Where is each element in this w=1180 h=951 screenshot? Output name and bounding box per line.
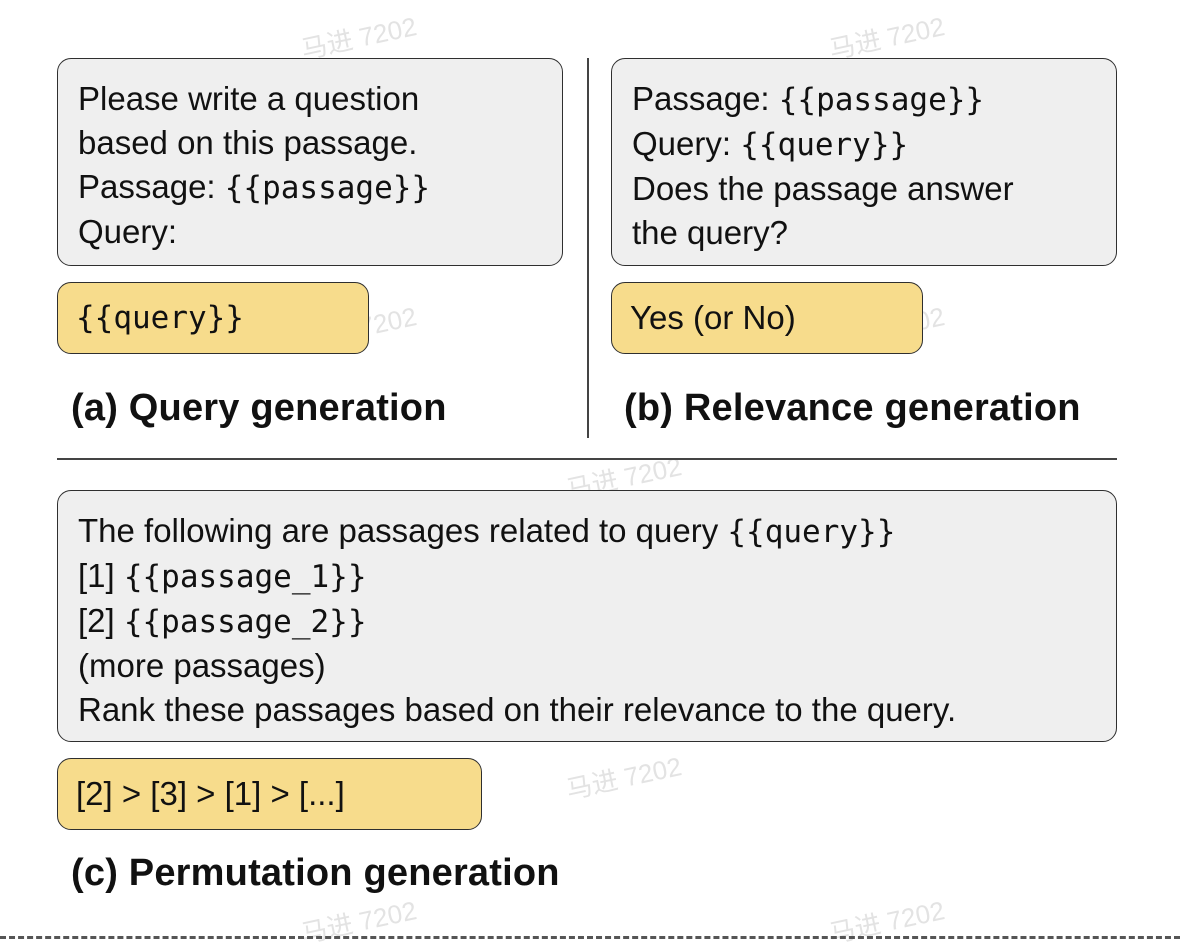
prompt-line: [1] {{passage_1}} xyxy=(78,557,367,595)
prompt-line: Query: {{query}} xyxy=(632,125,909,163)
query-generation-prompt-box: Please write a question based on this pa… xyxy=(57,58,563,266)
watermark: 马进 7202 xyxy=(826,895,948,949)
passage-2-placeholder: {{passage_2}} xyxy=(123,604,367,640)
answer-text: [2] > [3] > [1] > [...] xyxy=(76,775,345,812)
answer-text: Yes (or No) xyxy=(630,299,796,336)
prompt-line: Rank these passages based on their relev… xyxy=(78,691,957,728)
prompt-line: Passage: {{passage}} xyxy=(78,168,431,206)
caption-query-generation: (a) Query generation xyxy=(71,387,447,429)
permutation-generation-answer-box: [2] > [3] > [1] > [...] xyxy=(57,758,482,830)
query-placeholder: {{query}} xyxy=(76,300,244,336)
prompt-line: Please write a question xyxy=(78,80,420,117)
watermark: 马进 7202 xyxy=(298,895,420,949)
prompt-line: the query? xyxy=(632,214,788,251)
prompt-line: Does the passage answer xyxy=(632,170,1014,207)
horizontal-divider xyxy=(57,458,1117,460)
prompt-line: [2] {{passage_2}} xyxy=(78,602,367,640)
relevance-generation-answer-box: Yes (or No) xyxy=(611,282,923,354)
prompt-line: (more passages) xyxy=(78,647,326,684)
vertical-divider xyxy=(587,58,589,438)
query-placeholder: {{query}} xyxy=(740,127,909,163)
passage-placeholder: {{passage}} xyxy=(778,82,985,118)
watermark: 马进 7202 xyxy=(563,751,685,805)
prompt-line: Query: xyxy=(78,213,178,250)
prompt-line: The following are passages related to qu… xyxy=(78,512,896,550)
passage-1-placeholder: {{passage_1}} xyxy=(123,559,367,595)
permutation-generation-prompt-box: The following are passages related to qu… xyxy=(57,490,1117,742)
passage-placeholder: {{passage}} xyxy=(224,170,431,206)
caption-permutation-generation: (c) Permutation generation xyxy=(71,852,560,894)
query-generation-answer-box: {{query}} xyxy=(57,282,369,354)
prompt-line: Passage: {{passage}} xyxy=(632,80,985,118)
bottom-border xyxy=(0,936,1180,939)
caption-relevance-generation: (b) Relevance generation xyxy=(624,387,1081,429)
prompt-line: based on this passage. xyxy=(78,124,418,161)
relevance-generation-prompt-box: Passage: {{passage}} Query: {{query}} Do… xyxy=(611,58,1117,266)
query-placeholder: {{query}} xyxy=(727,514,896,550)
